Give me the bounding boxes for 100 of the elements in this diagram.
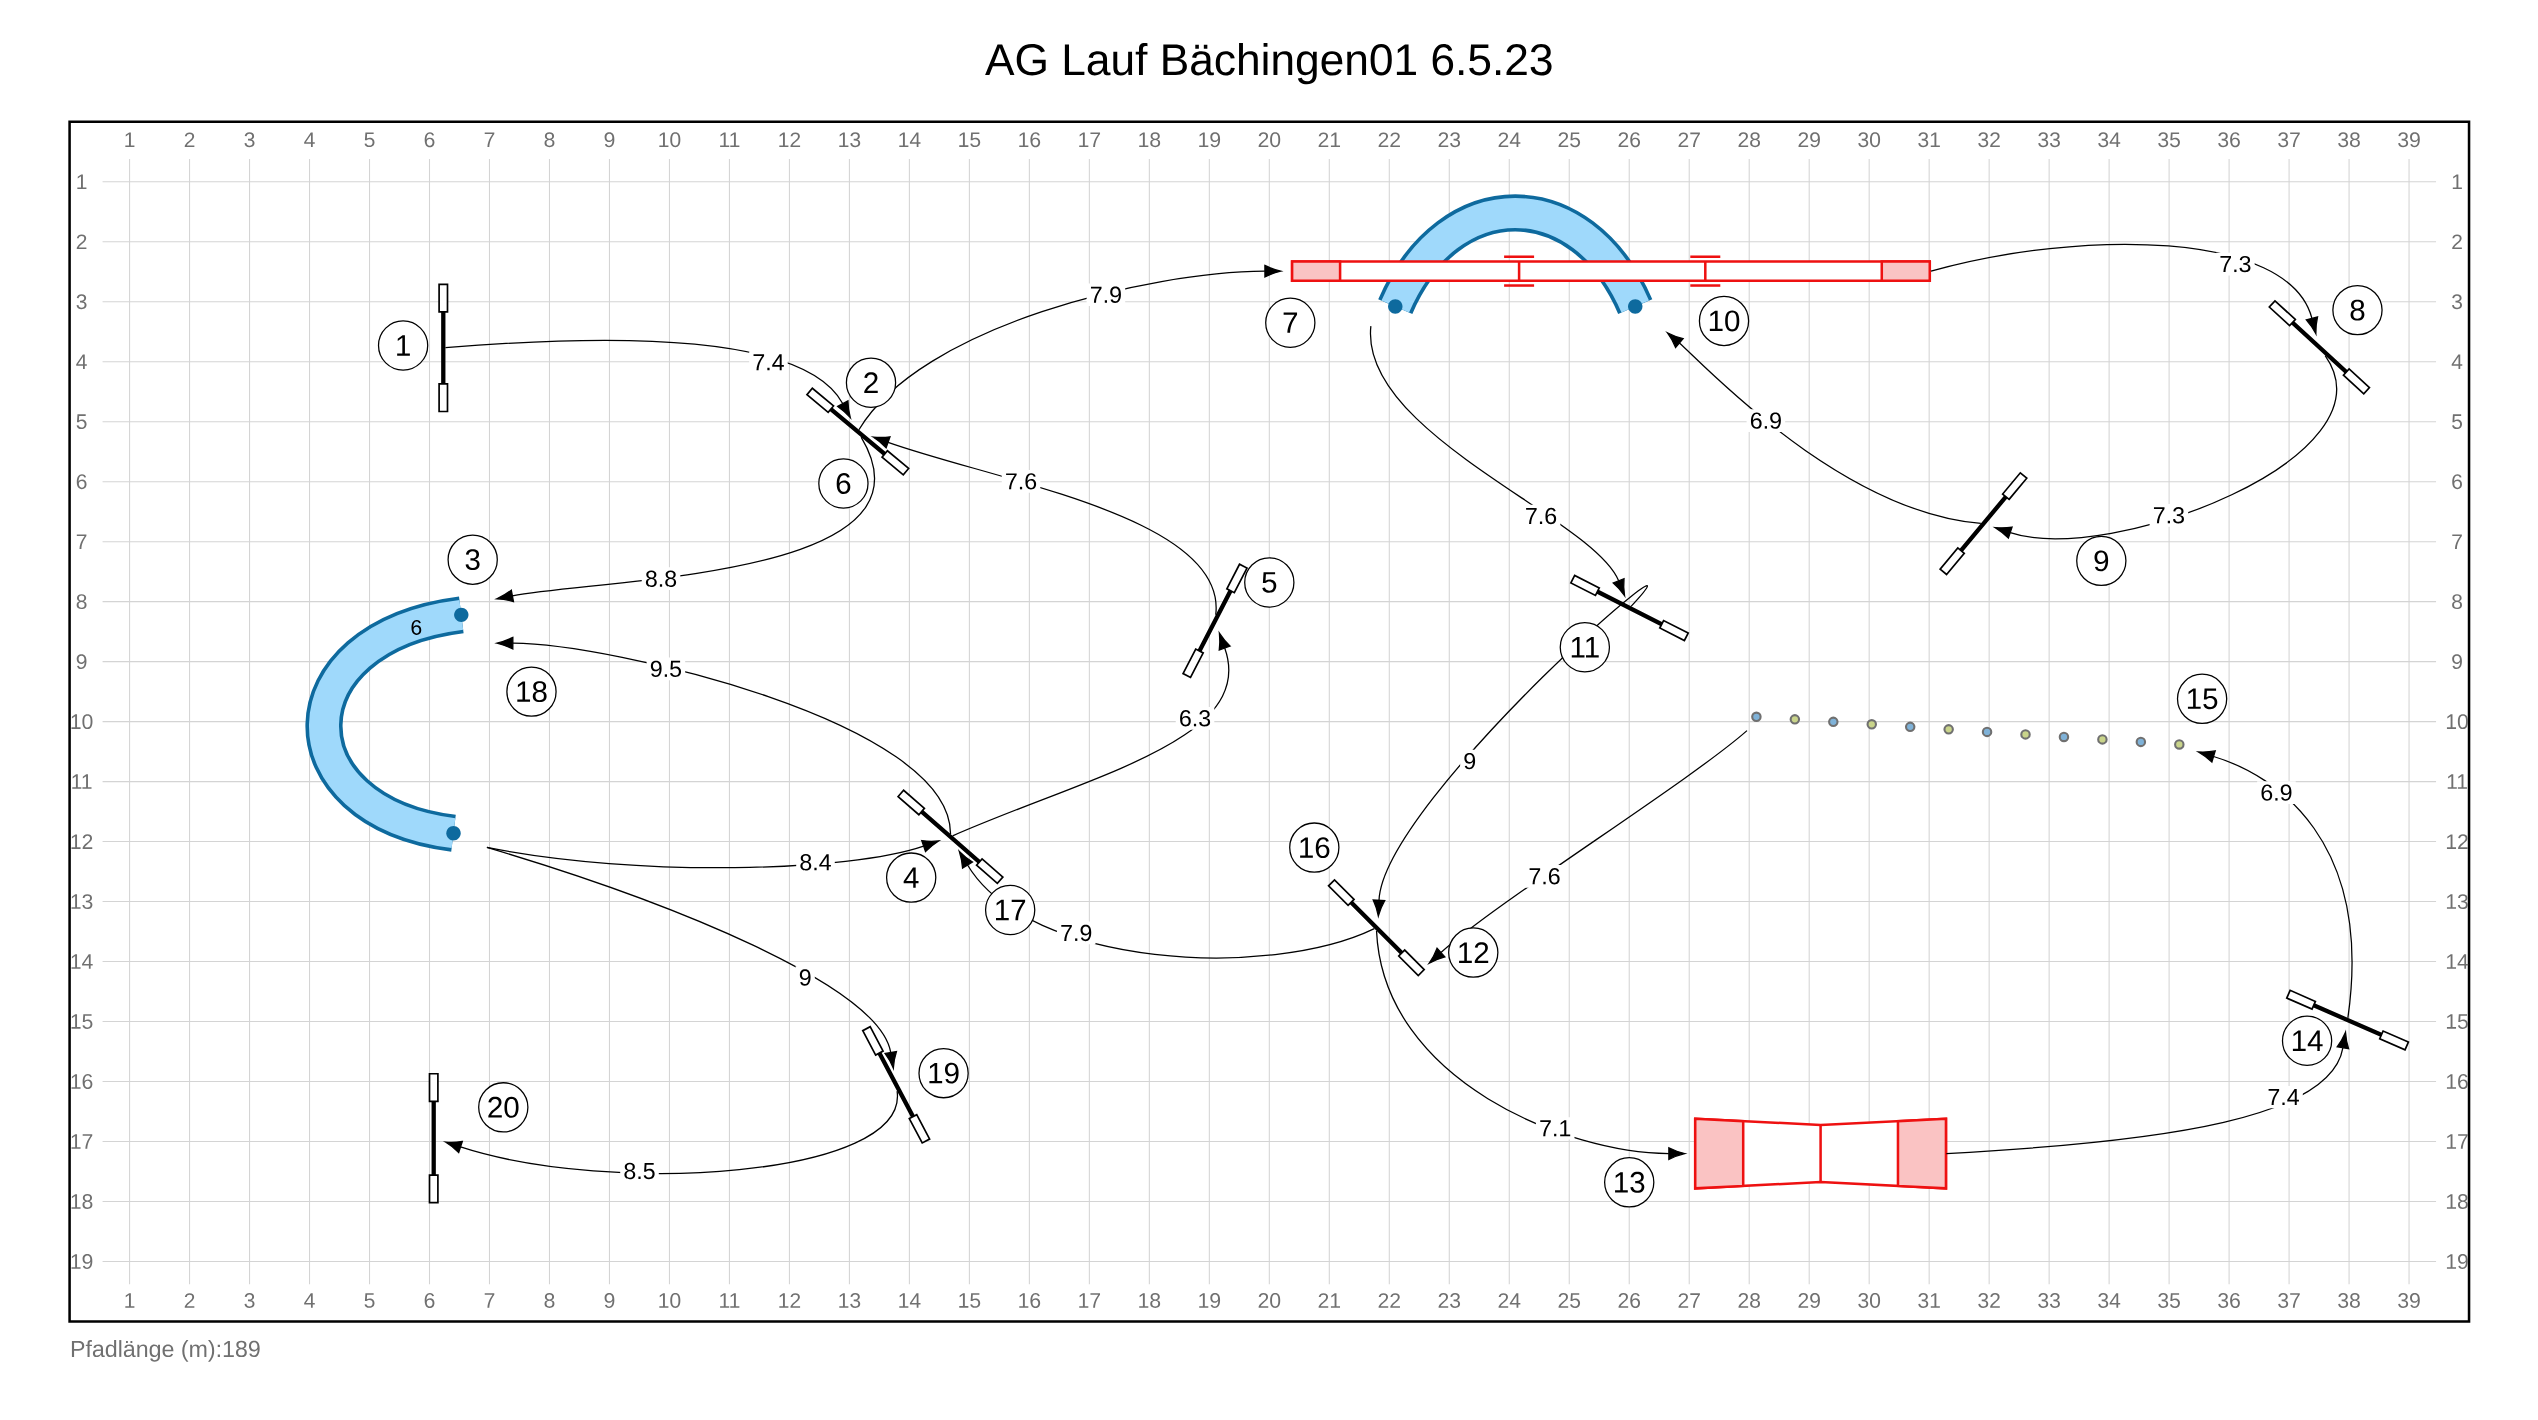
grid-number: 4 (304, 132, 315, 147)
grid-number: 36 (2218, 132, 2240, 147)
grid-number: 16 (1019, 1292, 1041, 1308)
grid-number: 5 (364, 132, 375, 147)
grid-number: 9 (604, 132, 615, 147)
grid-number: 32 (1978, 132, 2000, 147)
length-label: 6 (411, 619, 422, 635)
grid-number: 5 (364, 1292, 375, 1308)
grid-number: 19 (71, 1253, 93, 1269)
grid-number: 15 (2446, 1013, 2468, 1029)
grid-number: 14 (71, 954, 93, 969)
grid-number: 18 (1139, 132, 1161, 147)
grid-number: 11 (72, 774, 92, 789)
path-arrow (486, 846, 898, 1069)
a-frame (1693, 1117, 1948, 1190)
grid-number: 18 (1139, 1292, 1161, 1308)
edge-label: 7.3 (2149, 503, 2189, 527)
grid-number: 10 (2446, 713, 2468, 729)
edge-label: 7.4 (749, 350, 788, 374)
tunnel (1378, 194, 1652, 315)
grid-number: 37 (2278, 132, 2300, 147)
tunnel (305, 596, 469, 852)
grid-number: 13 (2446, 893, 2468, 909)
edge-label: 6.9 (1746, 409, 1786, 432)
edge-label: 7.9 (1086, 283, 1126, 306)
grid-number: 28 (1738, 1292, 1760, 1308)
grid-number: 10 (659, 132, 681, 147)
grid-number: 8 (544, 132, 555, 147)
grid-number: 1 (125, 132, 135, 147)
grid-number: 39 (2398, 1292, 2420, 1308)
grid-number: 27 (1678, 132, 1700, 147)
edge-label: 9 (795, 965, 815, 989)
grid-number: 13 (839, 132, 861, 147)
grid-number: 35 (2158, 132, 2180, 147)
path-arrow (1372, 585, 1647, 917)
grid-number: 3 (2452, 294, 2462, 309)
path-arrow (444, 339, 851, 419)
grid-number: 19 (2446, 1253, 2468, 1269)
grid-number: 26 (1618, 132, 1641, 147)
grid-number: 13 (71, 893, 93, 909)
grid-number: 6 (76, 474, 87, 489)
edge-label: 6.9 (2257, 781, 2296, 804)
jump-bar (428, 1072, 439, 1204)
grid-number: 12 (779, 132, 801, 147)
grid-number: 38 (2338, 132, 2360, 147)
grid-number: 12 (71, 834, 93, 849)
edge-label: 7.6 (1525, 864, 1564, 888)
grid-number: 11 (720, 1293, 740, 1308)
path-arrow (1375, 930, 1686, 1160)
path-arrow (2197, 750, 2353, 1019)
path-arrow (1370, 325, 1626, 596)
grid-number: 20 (1258, 132, 1281, 147)
path-arrow (486, 839, 940, 869)
grid-number: 18 (71, 1193, 93, 1209)
grid-number: 21 (1318, 132, 1340, 147)
grid-number: 8 (544, 1292, 555, 1308)
grid-number: 28 (1738, 132, 1760, 147)
path-arrow (496, 636, 952, 835)
grid-number: 2 (184, 132, 195, 147)
grid-number: 24 (1498, 132, 1521, 147)
grid-number: 37 (2278, 1292, 2300, 1308)
grid-number: 6 (2452, 474, 2462, 489)
grid-number: 11 (720, 132, 740, 147)
grid-number: 7 (484, 132, 495, 147)
grid-number: 10 (71, 713, 93, 729)
grid-number: 30 (1858, 132, 1881, 147)
grid-number: 14 (2446, 954, 2469, 969)
grid-number: 19 (1199, 132, 1221, 147)
grid-number: 5 (2452, 414, 2463, 429)
edge-label: 8.8 (641, 567, 681, 590)
path-arrow (872, 435, 1217, 616)
path-arrow (858, 264, 1282, 431)
edge-label: 7.3 (2216, 252, 2255, 276)
jump-bar (438, 283, 449, 413)
grid-number: 29 (1798, 1292, 1820, 1308)
caption: Pfadlänge (m):189 (71, 1339, 260, 1362)
edge-label: 9 (1460, 749, 1480, 773)
path-arrow (1666, 331, 1982, 524)
grid-number: 18 (2446, 1193, 2468, 1209)
grid-number: 19 (1199, 1292, 1221, 1308)
grid-number: 30 (1858, 1292, 1881, 1308)
grid-number: 4 (2451, 354, 2463, 369)
grid-number: 9 (2452, 653, 2462, 669)
grid-number: 39 (2398, 132, 2420, 147)
grid-number: 2 (76, 234, 87, 249)
grid-number: 2 (2452, 234, 2462, 249)
edge-label: 8.5 (620, 1159, 659, 1183)
grid-number: 32 (1978, 1292, 2000, 1308)
grid-number: 21 (1318, 1292, 1340, 1308)
grid-number: 33 (2038, 1292, 2060, 1308)
grid-number: 15 (959, 132, 981, 147)
grid-number: 14 (899, 132, 921, 147)
grid-number: 9 (604, 1292, 615, 1308)
path-arrow (496, 436, 875, 602)
grid-number: 7 (484, 1293, 495, 1308)
grid-number: 26 (1618, 1292, 1641, 1308)
grid-number: 16 (1019, 132, 1041, 147)
grid-number: 1 (77, 174, 87, 189)
grid-number: 34 (2098, 132, 2121, 147)
grid-number: 25 (1558, 132, 1581, 147)
